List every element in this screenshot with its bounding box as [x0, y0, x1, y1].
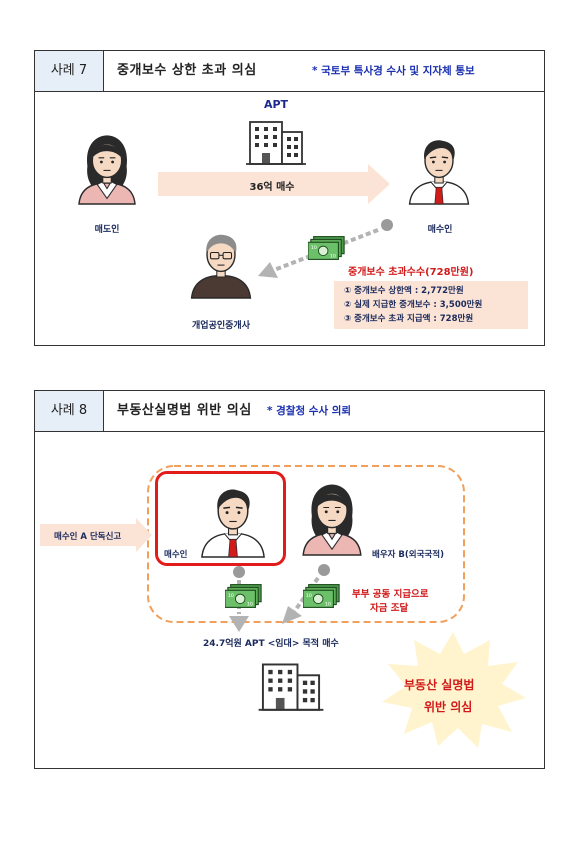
- man-icon: [196, 476, 270, 564]
- case7-detail-2: ② 실제 지급한 중개보수 : 3,500만원: [344, 300, 483, 310]
- case8-report-label: 매수인 A 단독신고: [54, 532, 122, 542]
- violation-burst: [382, 632, 526, 748]
- case8-spouse-label: 배우자 B(외국국적): [372, 550, 444, 560]
- case7-purchase-arrow: [158, 164, 390, 204]
- money-icon: [303, 584, 341, 608]
- case7-detail-1: ① 중개보수 상한액 : 2,772만원: [344, 286, 464, 296]
- case7-agent-label: 개업공인중개사: [192, 321, 250, 331]
- money-icon: [225, 584, 263, 608]
- money-icon: [308, 236, 346, 260]
- case8-header: 사례 8 부동산실명법 위반 의심 * 경찰청 수사 의뢰: [35, 391, 544, 432]
- case8-number: 사례 8: [35, 391, 104, 431]
- case7-note: * 국토부 특사경 수사 및 지자체 통보: [312, 65, 475, 77]
- couple-dashed-frame: [147, 465, 465, 623]
- burst-line2: 위반 의심: [424, 700, 473, 714]
- burst-line1: 부동산 실명법: [404, 678, 475, 692]
- man-icon: [404, 124, 474, 214]
- case7-detail-box: ① 중개보수 상한액 : 2,772만원 ② 실제 지급한 중개보수 : 3,5…: [334, 281, 528, 329]
- case7-buyer-label: 매수인: [427, 225, 453, 235]
- case8-purchase-label: 24.7억원 APT <임대> 목적 매수: [203, 639, 339, 649]
- case7-payment-arrow: [258, 219, 393, 278]
- case7-excess-title: 중개보수 초과수수(728만원): [348, 267, 474, 278]
- joint-funding-line1: 부부 공동 지급으로: [352, 589, 429, 600]
- case7-detail-3: ③ 중개보수 초과 지급액 : 728만원: [344, 314, 474, 324]
- case7-arrow-label: 36억 매수: [249, 182, 295, 193]
- woman-icon: [296, 476, 368, 562]
- case7-apt-label: APT: [263, 98, 289, 111]
- case7-seller-label: 매도인: [94, 225, 120, 235]
- case7-building-icon: [245, 116, 307, 166]
- case8-report-arrow: [40, 518, 152, 552]
- case7-header: 사례 7 중개보수 상한 초과 의심 * 국토부 특사경 수사 및 지자체 통보: [35, 51, 544, 92]
- case8-title: 부동산실명법 위반 의심: [117, 403, 252, 418]
- case8-buyer-label: 매수인: [164, 550, 188, 560]
- case8-building-icon: [258, 658, 324, 712]
- agent-man-icon: [186, 218, 256, 308]
- case7-title: 중개보수 상한 초과 의심: [117, 63, 257, 78]
- woman-icon: [72, 124, 142, 214]
- case8-note: * 경찰청 수사 의뢰: [267, 405, 352, 417]
- case7-number: 사례 7: [35, 51, 104, 91]
- joint-funding-line2: 자금 조달: [370, 603, 409, 614]
